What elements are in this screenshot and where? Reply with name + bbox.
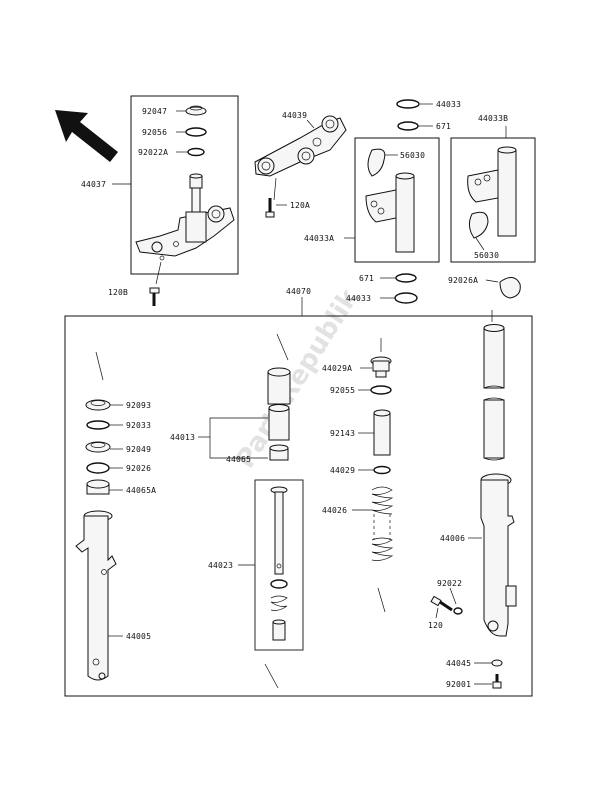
label-44023: 44023 [208, 561, 233, 570]
handlebar-right [467, 146, 517, 237]
label-120: 120 [428, 621, 443, 630]
upper-bracket-44039 [254, 115, 347, 177]
label-92055: 92055 [330, 386, 355, 395]
part-44013-bushing-mid [268, 404, 290, 441]
part-120A-bolt [265, 198, 275, 218]
part-44029A-cap-bolt [370, 356, 392, 378]
part-671-oring-top [397, 121, 419, 131]
label-92056: 92056 [142, 128, 167, 137]
handlebar-right-box [450, 137, 536, 263]
label-44037: 44037 [81, 180, 106, 189]
part-44033-bushing-top [396, 99, 420, 109]
label-44029A: 44029A [322, 364, 352, 373]
part-92047-nut [185, 105, 207, 116]
part-44065A-bushing [86, 479, 110, 495]
watermark: PartsRepublik [230, 283, 365, 473]
stem-group-box [130, 95, 239, 275]
part-92026A-cap [499, 277, 521, 299]
part-92093-seal [85, 399, 111, 411]
part-92055-oring [370, 385, 392, 395]
label-44033-top: 44033 [436, 100, 461, 109]
label-120B: 120B [108, 288, 128, 297]
label-120A: 120A [290, 201, 310, 210]
label-44033A: 44033A [304, 234, 334, 243]
outer-tube-44006 [480, 473, 517, 637]
label-92001: 92001 [446, 680, 471, 689]
label-44039: 44039 [282, 111, 307, 120]
part-44029-washer [373, 465, 391, 475]
inner-tube [483, 324, 505, 461]
fork-assembly-box [64, 315, 533, 697]
label-92022: 92022 [437, 579, 462, 588]
part-44013-bushing-top [267, 367, 291, 405]
part-92001-bolt [492, 674, 502, 689]
part-671-oring-bottom [395, 273, 417, 283]
label-44013: 44013 [170, 433, 195, 442]
steering-stem [135, 173, 235, 261]
part-92056-washer [185, 127, 207, 137]
handlebar-left [365, 172, 415, 253]
outer-tube-44005 [75, 510, 117, 681]
label-92143: 92143 [330, 429, 355, 438]
label-44065: 44065 [226, 455, 251, 464]
part-44026-spring [371, 486, 394, 561]
part-44065-bushing [269, 444, 289, 461]
label-44065A: 44065A [126, 486, 156, 495]
part-92049-oil-seal [85, 441, 111, 453]
label-92047: 92047 [142, 107, 167, 116]
label-671-top: 671 [436, 122, 451, 131]
label-44026: 44026 [322, 506, 347, 515]
part-44045-washer [491, 659, 503, 667]
part-56030-cap-left [367, 148, 386, 177]
part-92022-washer [453, 607, 463, 615]
label-92049: 92049 [126, 445, 151, 454]
label-44005: 44005 [126, 632, 151, 641]
part-56030-cap-right [468, 211, 489, 239]
label-56030-right: 56030 [474, 251, 499, 260]
label-44070: 44070 [286, 287, 311, 296]
label-92026: 92026 [126, 464, 151, 473]
label-92022A: 92022A [138, 148, 168, 157]
part-92022A-washer [187, 147, 205, 157]
label-671-bottom: 671 [359, 274, 374, 283]
part-120B-bolt [149, 287, 160, 306]
part-92026-washer [86, 462, 110, 474]
label-56030-left: 56030 [400, 151, 425, 160]
label-44029: 44029 [330, 466, 355, 475]
label-92093: 92093 [126, 401, 151, 410]
part-92033-clip [86, 420, 110, 430]
part-92143-spacer [373, 409, 391, 456]
label-92026A: 92026A [448, 276, 478, 285]
damper-rod-44023 [270, 486, 288, 641]
handlebar-left-box [354, 137, 440, 263]
part-120-bolt [430, 595, 453, 612]
label-44033B: 44033B [478, 114, 508, 123]
label-44045: 44045 [446, 659, 471, 668]
part-44033-bushing-bottom [394, 292, 418, 304]
label-44006: 44006 [440, 534, 465, 543]
label-44033-bottom: 44033 [346, 294, 371, 303]
direction-arrow-icon [55, 110, 118, 162]
label-92033: 92033 [126, 421, 151, 430]
